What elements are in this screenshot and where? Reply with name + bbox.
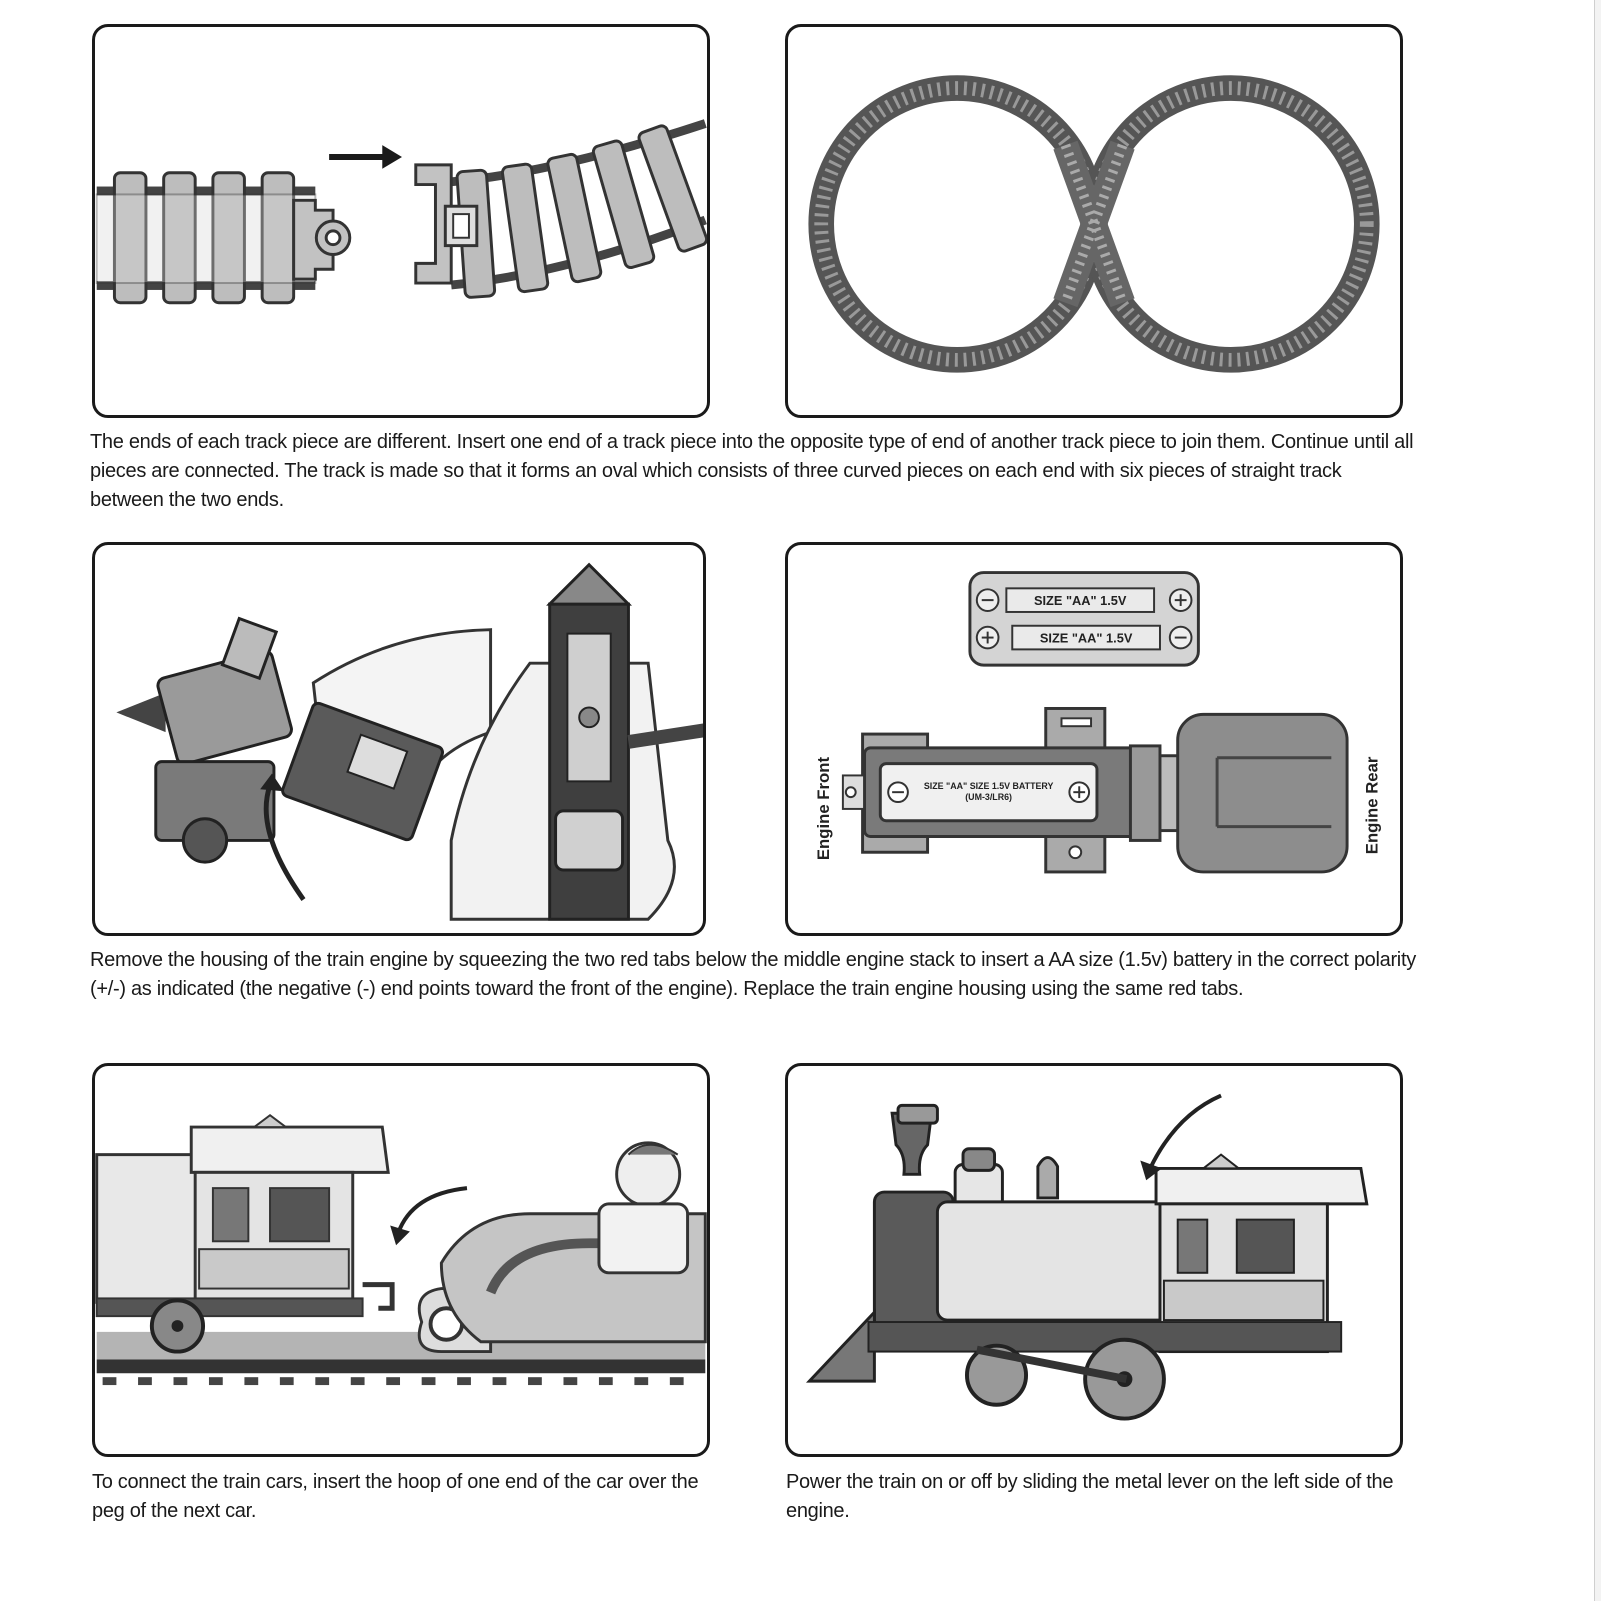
panel-power-lever [785,1063,1403,1457]
caption-power: Power the train on or off by sliding the… [786,1471,1394,1522]
remove-housing-illustration [116,562,703,921]
engine-base-icon [546,562,633,921]
straight-track-icon [95,171,352,305]
caption-track: The ends of each track piece are differe… [90,431,1414,511]
curved-track-icon [414,119,707,299]
battery-size-top: SIZE "AA" 1.5V [1034,593,1127,608]
battery-compartment-sublabel: (UM-3/LR6) [965,792,1012,802]
panel-remove-housing [92,542,706,936]
caption-connect: To connect the train cars, insert the ho… [92,1471,699,1522]
battery-size-bottom: SIZE "AA" 1.5V [1040,630,1133,645]
panel-figure-eight [785,24,1403,418]
engine-front-label: Engine Front [814,757,833,861]
caption-battery: Remove the housing of the train engine b… [90,949,1416,1000]
engine-rear-label: Engine Rear [1363,756,1382,854]
page-edge [1594,0,1601,1601]
engine-chassis-icon: SIZE "AA" SIZE 1.5V BATTERY (UM-3/LR6) [841,706,1349,874]
engine-housing-icon [116,616,444,864]
sleigh-car-icon [417,1141,707,1354]
panel-connect-cars [92,1063,710,1457]
figure-eight-track-illustration [808,75,1380,373]
connect-cars-illustration [95,1114,707,1386]
engine-cab-icon [95,1114,395,1354]
track-joining-illustration [95,119,707,305]
power-lever-illustration [805,1093,1369,1421]
battery-diagram-illustration: SIZE "AA" 1.5V SIZE "AA" 1.5V SIZE "AA" … [814,571,1382,874]
battery-compartment-label: SIZE "AA" SIZE 1.5V BATTERY [924,781,1054,791]
plus-minus-icons [975,588,1193,650]
panel-battery-diagram: SIZE "AA" 1.5V SIZE "AA" 1.5V SIZE "AA" … [785,542,1403,936]
steam-engine-icon [805,1103,1369,1421]
panel-track-joining [92,24,710,418]
arrow-right-icon [329,145,402,169]
